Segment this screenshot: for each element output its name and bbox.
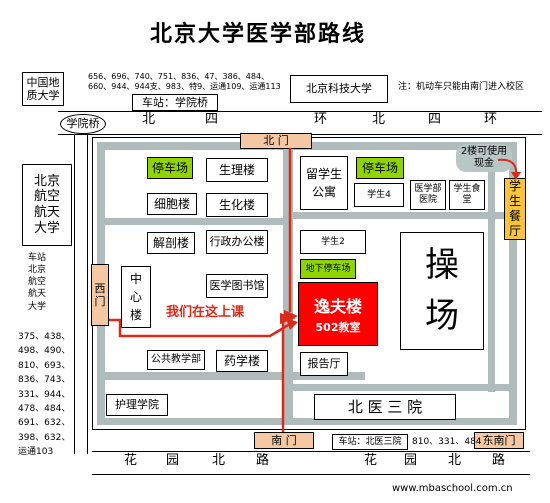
here-arrowhead xyxy=(280,313,296,324)
road-label-si: 四 xyxy=(205,112,219,127)
classroom-502: 502教室 xyxy=(315,321,361,334)
campus-road-lower-right xyxy=(293,384,509,391)
student-dining-hall: 学生餐厅 xyxy=(504,178,526,240)
student-canteen: 学生食堂 xyxy=(449,180,485,210)
vehicle-note: 注：机动车只能由南门进入校区 xyxy=(398,82,525,92)
nursing-college: 护理学院 xyxy=(106,394,168,416)
beihang-bus-station: 车站 北京 航空 航天 大学 xyxy=(28,253,47,312)
north-gate: 北 门 xyxy=(240,133,312,149)
road-label-huan: 环 xyxy=(314,112,328,127)
physiology-building: 生理楼 xyxy=(206,158,268,182)
road-label-hua: 花 xyxy=(124,453,138,468)
peking-university-third-hospital: 北 医 三 院 xyxy=(314,394,456,420)
road-label-hua-right: 花 xyxy=(364,453,378,468)
road-label-huan-right: 环 xyxy=(484,112,498,127)
anatomy-building: 解剖楼 xyxy=(147,232,195,254)
campus-road-mid-left xyxy=(97,218,287,225)
yifu-building: 逸夫楼 502教室 xyxy=(298,282,378,346)
campus-road-lower-left xyxy=(105,372,365,380)
west-gate: 西门 xyxy=(91,264,109,326)
underground-parking: 地下停车场 xyxy=(300,259,356,279)
medical-library: 医学图书馆 xyxy=(206,274,268,298)
beiyi3-bus-station: 车站：北医三院 xyxy=(332,434,408,450)
road-label-bei3: 北 xyxy=(448,453,462,468)
pharmacy-building: 药学楼 xyxy=(216,350,268,372)
road-label-lu-right: 路 xyxy=(492,453,506,468)
student-dorm-4: 学生4 xyxy=(354,183,404,207)
road-label-bei2: 北 xyxy=(212,453,226,468)
southeast-gate: 东南门 xyxy=(474,432,524,449)
south-gate: 南 门 xyxy=(254,432,314,449)
student-dorm-2: 学生2 xyxy=(300,230,366,254)
road-label-yuan-right: 园 xyxy=(404,453,418,468)
road-label-yuan: 园 xyxy=(166,453,180,468)
public-teaching-building: 公共教学部 xyxy=(147,350,205,370)
west-gate-route xyxy=(109,318,291,338)
top-bus-routes-line1: 656、696、740、751、836、47、386、484、 xyxy=(88,72,270,81)
road-label-si-right: 四 xyxy=(428,112,442,127)
geoscience-university: 中国地质大学 xyxy=(22,72,64,106)
road-label-bei: 北 xyxy=(142,112,156,127)
beihang-university: 北京航空航天大学 xyxy=(22,164,72,246)
campus-road-right xyxy=(509,142,517,425)
campus-road-bottom xyxy=(97,418,517,425)
playground: 操场 xyxy=(400,232,484,350)
road-label-lu: 路 xyxy=(256,453,270,468)
xueyuanqiao-bus-station: 车站：学院桥 xyxy=(132,94,218,111)
center-building: 中心楼 xyxy=(121,266,151,328)
left-vertical-road xyxy=(74,134,88,454)
campus-road-east-inner xyxy=(488,150,495,392)
yifu-building-name: 逸夫楼 xyxy=(313,297,362,316)
page-title: 北京大学医学部路线 xyxy=(150,22,367,47)
top-bus-routes-line2: 660、944、944支、983、特9、运通109、运通113 xyxy=(88,82,281,91)
campus-road-center xyxy=(283,150,293,420)
cell-building: 细胞楼 xyxy=(147,193,197,215)
road-label-bei-right: 北 xyxy=(372,112,386,127)
parking-lot-1: 停车场 xyxy=(147,157,193,179)
biochem-building: 生化楼 xyxy=(206,193,268,217)
admin-building: 行政办公楼 xyxy=(206,230,268,254)
parking-lot-2: 停车场 xyxy=(356,157,404,179)
bottom-bus-routes: 810、331、484 xyxy=(412,437,482,447)
west-route-arrowhead xyxy=(286,318,298,330)
report-hall: 报告厅 xyxy=(300,352,348,376)
left-bus-routes: 375、438、 498、490、 810、693、 836、743、 331、… xyxy=(18,332,71,458)
ustb-university: 北京科技大学 xyxy=(290,75,388,103)
cash-note-arrow xyxy=(497,158,521,180)
cash-note-bubble: 2楼可使用现金 xyxy=(456,144,512,172)
foreign-student-dorm: 留学生公寓 xyxy=(300,156,348,210)
campus-road-right-mid xyxy=(293,212,509,219)
huayuan-north-road xyxy=(92,451,530,475)
website-url: www.mbaschool.com.cn xyxy=(392,483,513,494)
xueyuanqiao-bridge: 学院桥 xyxy=(60,114,106,134)
here-label: 我们在这上课 xyxy=(166,305,245,320)
medical-hospital: 医学部医院 xyxy=(410,180,446,210)
